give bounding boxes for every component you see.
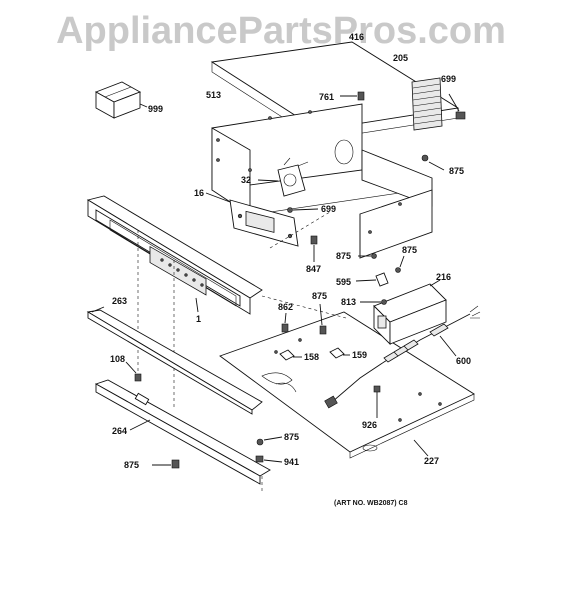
callout-926: 926 [362, 420, 377, 430]
callout-999: 999 [148, 104, 163, 114]
sensor-159 [329, 347, 350, 359]
base-plate [219, 311, 475, 459]
callout-513: 513 [206, 90, 221, 100]
callout-32: 32 [241, 175, 251, 185]
callout-875-bottom-left: 875 [124, 460, 139, 470]
callout-875-wrapper: 875 [449, 166, 464, 176]
control-board [205, 192, 299, 247]
screw-862 [281, 312, 289, 333]
vent-grille [411, 77, 443, 131]
callout-416: 416 [349, 32, 364, 42]
callout-941: 941 [284, 457, 299, 467]
screw-699-board [287, 207, 319, 213]
callout-875-base: 875 [312, 291, 327, 301]
callout-labels: 416 205 699 999 761 513 875 32 16 699 87… [110, 32, 471, 507]
screw-941 [255, 455, 283, 463]
callout-875-right: 875 [402, 245, 417, 255]
callout-158: 158 [304, 352, 319, 362]
clip-595 [355, 272, 389, 287]
callout-847: 847 [306, 264, 321, 274]
bottom-vent-trim [94, 379, 271, 485]
connector-926 [373, 385, 381, 418]
parts-box [94, 81, 148, 119]
callout-699-board: 699 [321, 204, 336, 214]
callout-205: 205 [393, 53, 408, 63]
callout-264: 264 [112, 426, 127, 436]
callout-761: 761 [319, 92, 334, 102]
callout-16: 16 [194, 188, 204, 198]
screw-847 [310, 235, 318, 262]
callout-159: 159 [352, 350, 367, 360]
screw-699-top [448, 93, 466, 120]
dashed-leader-base [261, 295, 347, 319]
lock-motor-assembly [257, 157, 309, 197]
sensor-158 [279, 349, 302, 361]
watermark-text: AppliancePartsPros.com [56, 10, 506, 52]
callout-263: 263 [112, 296, 127, 306]
trim-strip [86, 306, 263, 415]
screw-875-right [395, 255, 405, 273]
front-control-panel [86, 195, 263, 315]
top-cover-panel [210, 41, 460, 141]
screw-813 [360, 299, 387, 305]
callout-595: 595 [336, 277, 351, 287]
callout-699-top: 699 [441, 74, 456, 84]
wrapper-body [211, 103, 433, 259]
callout-875-center: 875 [336, 251, 351, 261]
callout-813: 813 [341, 297, 356, 307]
wire-harness [324, 305, 481, 409]
clip-108 [125, 361, 142, 382]
callout-875-bottom-right: 875 [284, 432, 299, 442]
callout-1: 1 [196, 314, 201, 324]
callout-216: 216 [436, 272, 451, 282]
screw-761 [340, 91, 365, 101]
callout-862: 862 [278, 302, 293, 312]
callout-600: 600 [456, 356, 471, 366]
relay-bracket [373, 279, 447, 346]
art-number: (ART NO. WB2087) C8 [334, 500, 408, 507]
callout-108: 108 [110, 354, 125, 364]
screw-875-wrapper [421, 154, 445, 171]
screw-875-bottom-right [256, 436, 283, 446]
screw-875-center [358, 253, 377, 259]
screw-875-bottom-left [152, 459, 180, 469]
screw-875-base [319, 303, 327, 335]
callout-227: 227 [424, 456, 439, 466]
